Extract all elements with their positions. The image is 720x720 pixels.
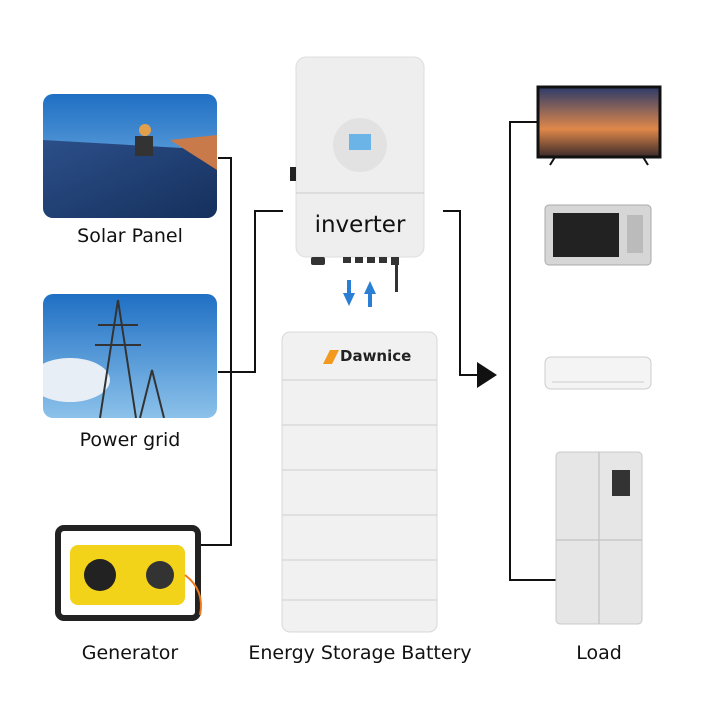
refrigerator-icon: [555, 451, 643, 625]
solar-panel-photo: [43, 94, 217, 218]
arrow-right-icon: [477, 362, 497, 388]
tv-icon: [536, 85, 662, 166]
load-bus-line: [509, 121, 556, 581]
grid-inverter-line: [218, 210, 283, 373]
solar-generator-line: [200, 157, 232, 546]
inverter-device: [290, 56, 425, 292]
battery-label: Energy Storage Battery: [248, 642, 472, 664]
generator-photo: [55, 525, 202, 621]
power-grid-label: Power grid: [79, 429, 181, 451]
battery-stack: [281, 331, 438, 633]
power-grid-photo: [43, 294, 217, 418]
battery-brand: Dawnice: [340, 347, 412, 365]
air-conditioner-icon: [544, 356, 652, 390]
connection-lines: [200, 121, 556, 581]
generator-label: Generator: [81, 642, 179, 664]
inverter-label: inverter: [314, 212, 406, 238]
dawnice-logo-icon: [323, 350, 339, 364]
bidirectional-arrows: [343, 280, 376, 307]
load-label: Load: [576, 642, 622, 664]
inverter-load-line: [443, 210, 480, 376]
microwave-icon: [544, 204, 652, 266]
solar-panel-label: Solar Panel: [77, 225, 183, 247]
